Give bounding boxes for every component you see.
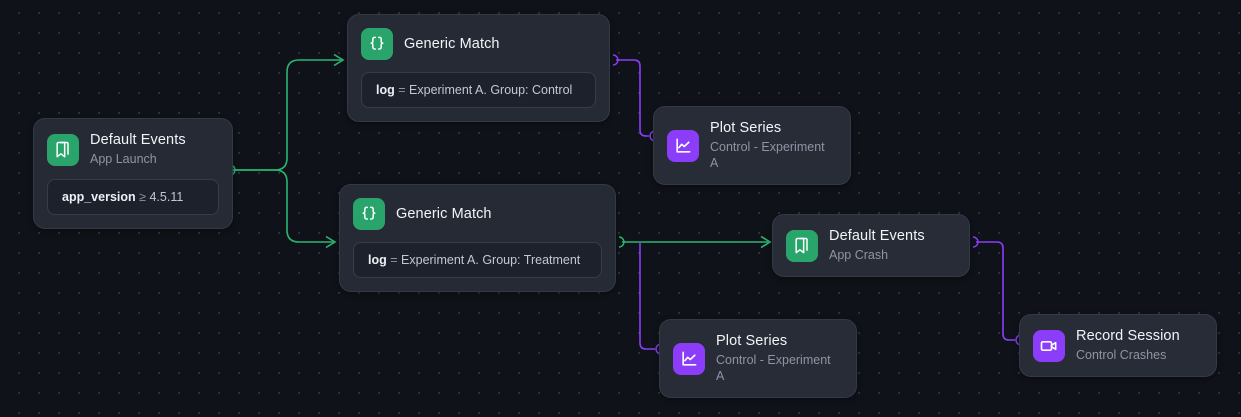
node-plot-series-bottom[interactable]: Plot Series Control - Experiment A (659, 319, 857, 398)
node-body: log = Experiment A. Group: Control (348, 60, 609, 121)
edge-match-treatment-to-plot-bottom (639, 243, 655, 350)
condition-tag[interactable]: log = Experiment A. Group: Control (361, 72, 596, 108)
node-body: app_version ≥ 4.5.11 (34, 167, 232, 228)
bookmark-icon (47, 133, 79, 166)
node-title: Plot Series (710, 120, 782, 136)
condition-tag[interactable]: app_version ≥ 4.5.11 (47, 179, 219, 215)
arrowhead-match-treatment (325, 235, 337, 249)
node-header: Plot Series Control - Experiment A (654, 107, 850, 184)
node-default-events-launch[interactable]: Default Events App Launch app_version ≥ … (33, 118, 233, 229)
node-subtitle: Control - Experiment A (710, 140, 825, 170)
node-subtitle: Control Crashes (1076, 348, 1167, 362)
line-chart-icon (673, 342, 705, 375)
condition-key: log (376, 83, 395, 97)
node-generic-match-control[interactable]: Generic Match log = Experiment A. Group:… (347, 14, 610, 122)
node-header: Generic Match (340, 185, 615, 230)
curly-braces-icon (353, 198, 385, 230)
node-header: Record Session Control Crashes (1020, 315, 1216, 376)
node-plot-series-top[interactable]: Plot Series Control - Experiment A (653, 106, 851, 185)
node-body: log = Experiment A. Group: Treatment (340, 230, 615, 291)
node-title: Default Events (829, 228, 925, 244)
port-out-match-treatment[interactable] (618, 236, 625, 248)
condition-tag[interactable]: log = Experiment A. Group: Treatment (353, 242, 602, 278)
node-header: Plot Series Control - Experiment A (660, 320, 856, 397)
arrowhead-crash (760, 235, 772, 249)
node-title: Generic Match (404, 35, 500, 52)
arrowhead-match-control (333, 53, 345, 67)
port-out-match-control[interactable] (612, 54, 619, 66)
node-title: Plot Series (716, 333, 788, 349)
edge-launch-to-match-treatment (233, 169, 333, 243)
node-default-events-crash[interactable]: Default Events App Crash (772, 214, 970, 277)
node-title-group: Generic Match (404, 36, 500, 53)
condition-key: log (368, 253, 387, 267)
node-header: Default Events App Crash (773, 215, 969, 276)
node-title-group: Default Events App Crash (829, 228, 925, 263)
node-header: Default Events App Launch (34, 119, 232, 167)
node-header: Generic Match (348, 15, 609, 60)
node-subtitle: App Launch (90, 152, 157, 166)
node-title-group: Plot Series Control - Experiment A (710, 120, 832, 171)
node-subtitle: Control - Experiment A (716, 353, 831, 383)
edge-crash-to-record-session (976, 241, 1015, 341)
node-title: Record Session (1076, 328, 1180, 344)
condition-key: app_version (62, 190, 136, 204)
node-title-group: Default Events App Launch (90, 132, 186, 167)
video-camera-icon (1033, 329, 1065, 362)
edge-match-control-to-plot-top (616, 59, 649, 137)
condition-operator: = (390, 253, 398, 267)
condition-operator: ≥ (139, 190, 146, 204)
node-generic-match-treatment[interactable]: Generic Match log = Experiment A. Group:… (339, 184, 616, 292)
bookmark-icon (786, 229, 818, 262)
port-out-crash[interactable] (972, 236, 979, 248)
condition-operator: = (398, 83, 406, 97)
node-title-group: Plot Series Control - Experiment A (716, 333, 838, 384)
node-title-group: Generic Match (396, 206, 492, 223)
node-title: Generic Match (396, 205, 492, 222)
line-chart-icon (667, 129, 699, 162)
edge-launch-to-match-control (233, 59, 341, 171)
node-title-group: Record Session Control Crashes (1076, 328, 1180, 363)
node-record-session[interactable]: Record Session Control Crashes (1019, 314, 1217, 377)
node-subtitle: App Crash (829, 248, 889, 262)
curly-braces-icon (361, 28, 393, 60)
condition-value: 4.5.11 (149, 190, 184, 204)
condition-value: Experiment A. Group: Treatment (401, 253, 581, 267)
node-title: Default Events (90, 132, 186, 148)
condition-value: Experiment A. Group: Control (409, 83, 573, 97)
